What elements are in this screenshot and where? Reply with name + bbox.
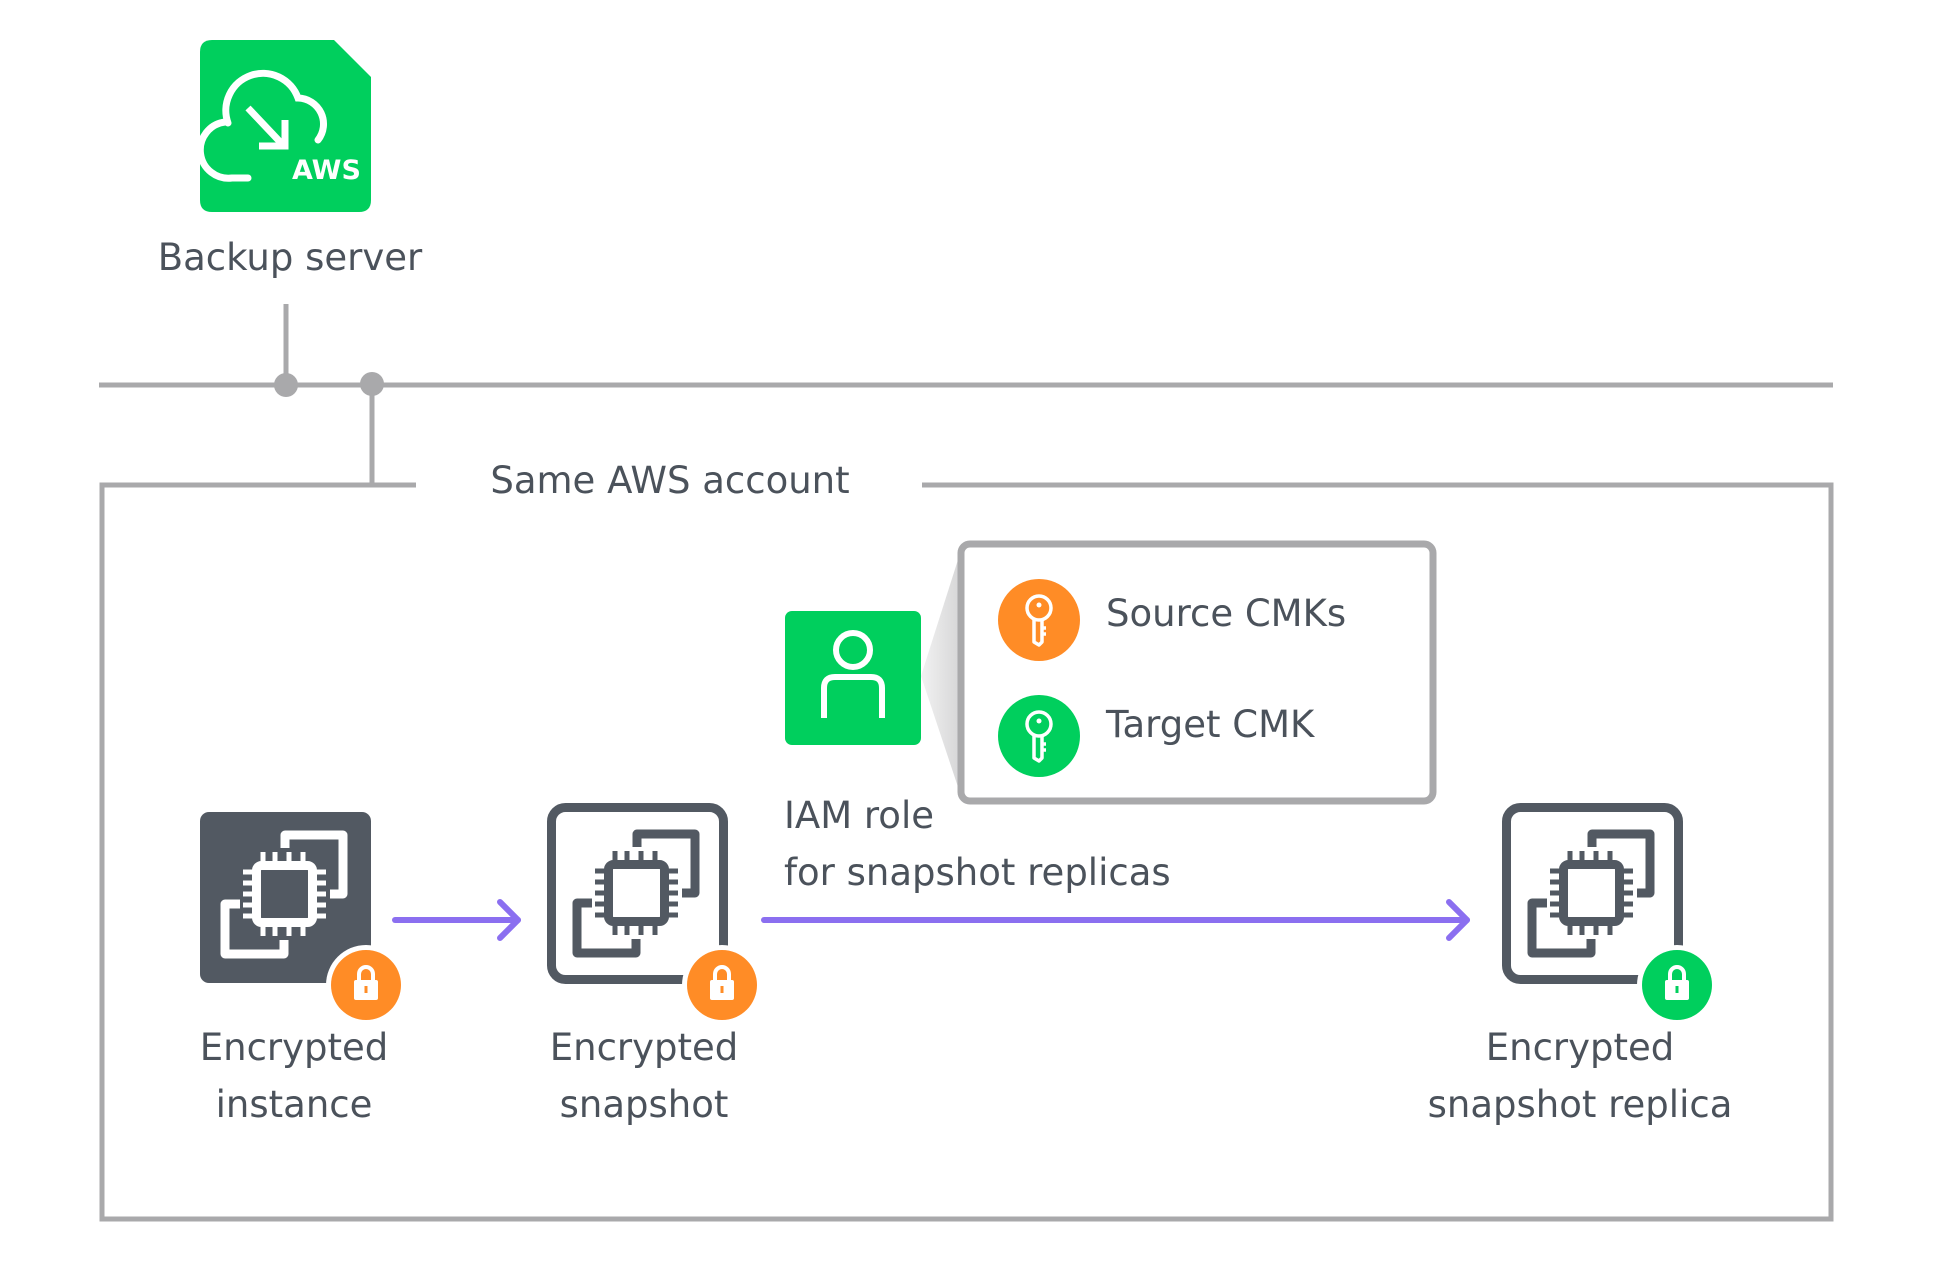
source-cmks-label: Source CMKs bbox=[1106, 592, 1346, 635]
arrow bbox=[761, 899, 1470, 941]
node-label: instance bbox=[216, 1083, 373, 1126]
account-label: Same AWS account bbox=[490, 459, 849, 502]
node-label: snapshot bbox=[560, 1083, 729, 1126]
iam-role-label: IAM role bbox=[784, 794, 934, 837]
encrypted-instance-icon bbox=[200, 812, 371, 983]
backup-server-label: Backup server bbox=[158, 236, 423, 279]
lock-icon bbox=[324, 943, 408, 1027]
node-label: Encrypted bbox=[1486, 1026, 1675, 1069]
encrypted-snapshot-icon bbox=[547, 803, 728, 984]
node-label: snapshot replica bbox=[1428, 1083, 1733, 1126]
node-label: Encrypted bbox=[200, 1026, 389, 1069]
callout-pointer bbox=[921, 544, 963, 802]
network-lines bbox=[99, 304, 1834, 1222]
lock-icon bbox=[680, 943, 764, 1027]
iam-role-sublabel: for snapshot replicas bbox=[784, 851, 1171, 894]
target-cmk-icon bbox=[998, 695, 1080, 777]
iam-role-icon bbox=[785, 611, 921, 745]
connection-dot bbox=[360, 372, 384, 396]
encrypted-snapshot-replica-icon bbox=[1502, 803, 1683, 984]
target-cmk-label: Target CMK bbox=[1105, 703, 1316, 746]
arrow bbox=[392, 899, 521, 941]
node-label: Encrypted bbox=[550, 1026, 739, 1069]
aws-logo-text: AWS bbox=[292, 155, 361, 186]
backup-server-icon: AWS bbox=[196, 40, 371, 212]
lock-icon bbox=[1635, 943, 1719, 1027]
source-cmk-icon bbox=[998, 579, 1080, 661]
connection-dot bbox=[274, 373, 298, 397]
